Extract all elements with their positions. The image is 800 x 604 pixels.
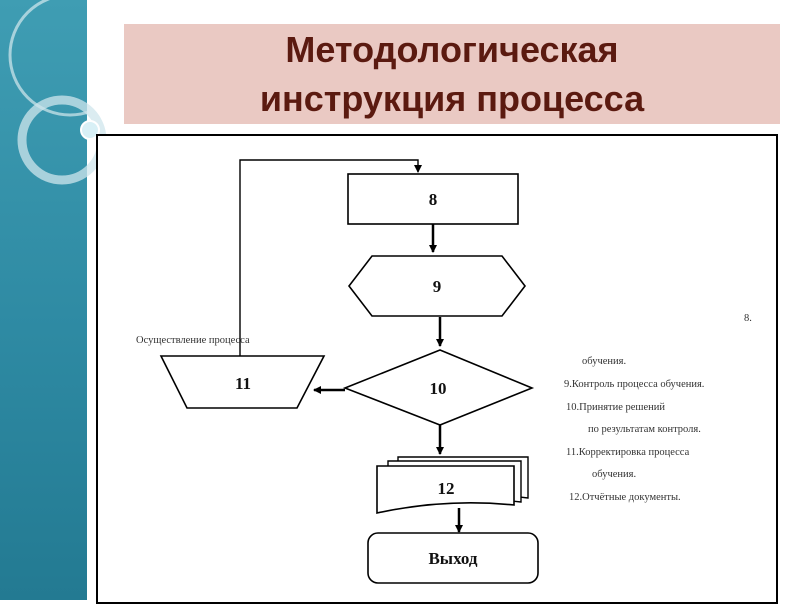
node-8: 8 xyxy=(347,173,519,225)
node-8-label: 8 xyxy=(429,190,438,209)
node-9-label: 9 xyxy=(433,277,442,296)
legend: обучения. 9.Контроль процесса обучения. … xyxy=(564,356,704,503)
legend-number: 8. xyxy=(744,313,752,324)
legend-line: 11.Корректировка процесса xyxy=(566,447,690,458)
legend-line: 12.Отчётные документы. xyxy=(569,492,681,503)
legend-line: 9.Контроль процесса обучения. xyxy=(564,379,704,390)
node-exit: Выход xyxy=(367,532,539,584)
node-9: 9 xyxy=(347,255,527,317)
node-11-label: 11 xyxy=(235,374,251,393)
node-10-label: 10 xyxy=(430,379,447,398)
node-exit-label: Выход xyxy=(428,549,477,568)
title-banner: Методологическая инструкция процесса xyxy=(124,24,780,124)
node-11: 11 xyxy=(159,355,326,409)
node-12: 12 xyxy=(376,456,529,514)
page-title: Методологическая инструкция процесса xyxy=(259,29,645,119)
legend-line: обучения. xyxy=(582,356,626,367)
node-12-label: 12 xyxy=(438,479,455,498)
loop-connector xyxy=(239,159,422,356)
process-label: Осуществление процесса xyxy=(136,335,250,346)
legend-line: обучения. xyxy=(592,469,636,480)
legend-line: 10.Принятие решений xyxy=(566,402,665,413)
legend-line: по результатам контроля. xyxy=(588,424,701,435)
node-10: 10 xyxy=(342,349,535,426)
